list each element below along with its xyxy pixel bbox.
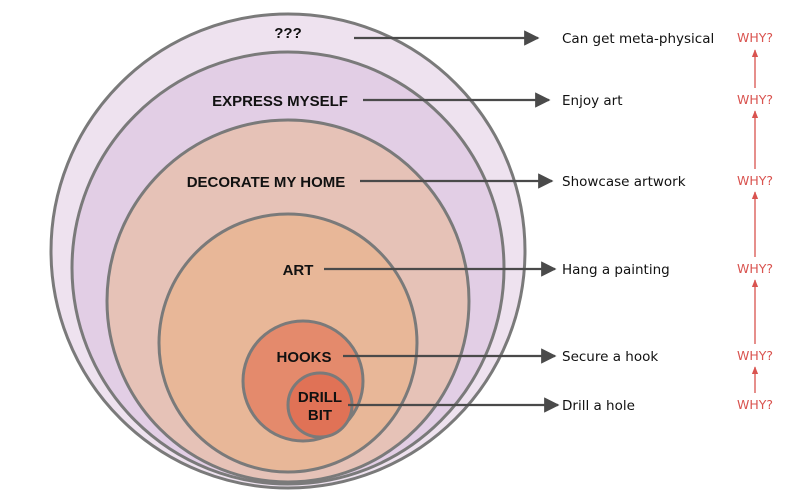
label-decorate-home: DECORATE MY HOME [187, 174, 346, 191]
label-hooks: HOOKS [276, 349, 331, 366]
why-labels: WHY? WHY? WHY? WHY? WHY? WHY? [737, 30, 773, 412]
label-art: ART [283, 262, 314, 279]
goal-art: Hang a painting [562, 262, 670, 278]
goal-decorate-home: Showcase artwork [562, 174, 686, 190]
label-meta: ??? [274, 25, 302, 42]
label-drill-bit-line-2: BIT [308, 407, 332, 424]
label-express-myself: EXPRESS MYSELF [212, 93, 348, 110]
circle-labels: ??? EXPRESS MYSELF DECORATE MY HOME ART … [187, 25, 348, 424]
connector-arrows [324, 30, 560, 413]
goal-express-myself: Enjoy art [562, 93, 623, 109]
label-drill-bit-line-1: DRILL [298, 389, 342, 406]
why-label-drill-bit: WHY? [737, 397, 773, 412]
goal-texts: Can get meta-physical Enjoy art Showcase… [562, 31, 714, 414]
goal-hooks: Secure a hook [562, 349, 658, 365]
why-label-art: WHY? [737, 261, 773, 276]
why-label-decorate-home: WHY? [737, 173, 773, 188]
why-label-hooks: WHY? [737, 348, 773, 363]
why-label-meta: WHY? [737, 30, 773, 45]
goal-meta: Can get meta-physical [562, 31, 714, 47]
why-label-express-myself: WHY? [737, 92, 773, 107]
goal-drill-bit: Drill a hole [562, 398, 635, 414]
nested-circles [49, 12, 527, 490]
